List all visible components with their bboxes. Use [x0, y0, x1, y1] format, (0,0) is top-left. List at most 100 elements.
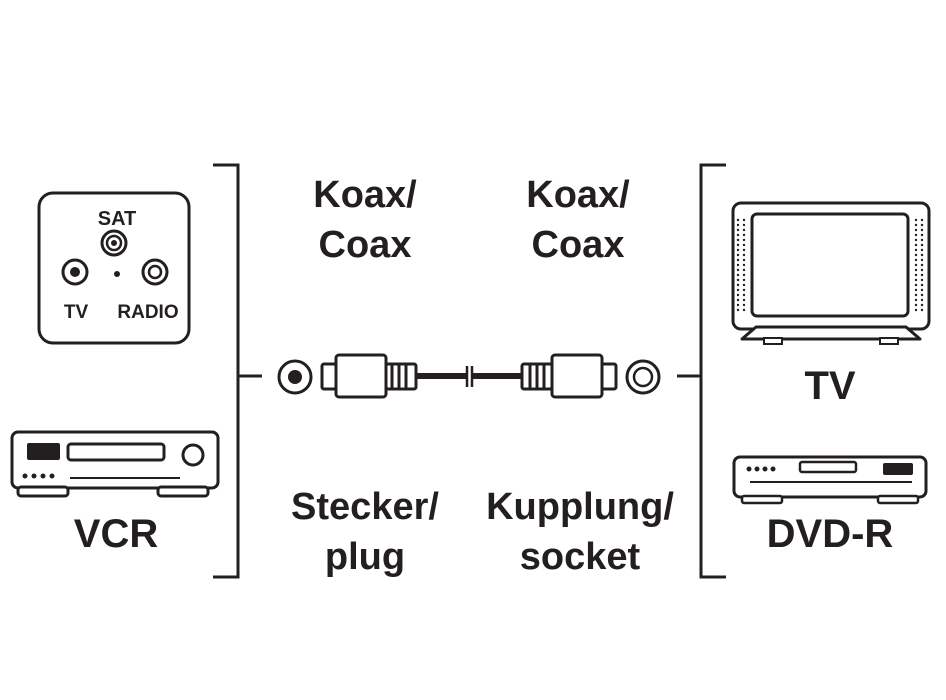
speaker-grille-dot: [742, 263, 746, 267]
speaker-grille-dot: [736, 288, 740, 292]
speaker-grille-dot: [914, 283, 918, 287]
speaker-grille-dot: [920, 278, 924, 282]
speaker-grille-dot: [742, 223, 746, 227]
right-bracket: [677, 163, 726, 579]
coax-coupling-icon: [520, 353, 618, 399]
speaker-grille-dot: [736, 283, 740, 287]
speaker-grille-dot: [736, 218, 740, 222]
speaker-grille-dot: [736, 223, 740, 227]
speaker-grille-dot: [920, 293, 924, 297]
speaker-grille-dot: [736, 248, 740, 252]
speaker-grille-dot: [742, 303, 746, 307]
speaker-grille-dot: [914, 273, 918, 277]
speaker-grille-dot: [742, 308, 746, 312]
left-cable-type-line2: Coax: [319, 224, 412, 266]
speaker-grille-dot: [914, 223, 918, 227]
speaker-grille-dot: [736, 253, 740, 257]
speaker-grille-dot: [736, 233, 740, 237]
speaker-grille-dot: [920, 233, 924, 237]
speaker-grille-dot: [742, 258, 746, 262]
right-connector-type-line1: Kupplung/: [486, 486, 674, 528]
speaker-grille-dot: [914, 228, 918, 232]
speaker-grille-dot: [920, 238, 924, 242]
speaker-grille-dot: [920, 288, 924, 292]
right-plug-ring-icon: [625, 359, 661, 395]
radio-connector-icon: [141, 258, 169, 286]
speaker-grille-dot: [742, 268, 746, 272]
vcr-icon: [10, 430, 220, 498]
speaker-grille-dot: [736, 228, 740, 232]
wall-socket-sat-label: SAT: [98, 208, 137, 230]
speaker-grille-dot: [736, 263, 740, 267]
left-bracket: [213, 163, 262, 579]
speaker-grille-dot: [920, 298, 924, 302]
speaker-grille-dot: [736, 238, 740, 242]
sat-connector-icon: [100, 229, 128, 257]
speaker-grille-dot: [742, 253, 746, 257]
tv-label: TV: [804, 364, 855, 408]
speaker-grille-dot: [914, 293, 918, 297]
speaker-grille-dot: [920, 263, 924, 267]
speaker-grille-dot: [920, 248, 924, 252]
wall-socket-tv-label: TV: [64, 302, 89, 323]
left-cable-type-line1: Koax/: [313, 174, 417, 216]
speaker-grille-dot: [920, 223, 924, 227]
left-connector-type-line2: plug: [325, 536, 405, 578]
speaker-grille-dot: [736, 308, 740, 312]
speaker-grille-dot: [742, 238, 746, 242]
coax-plug-icon: [320, 353, 418, 399]
tv-speaker-right: [914, 218, 924, 312]
speaker-grille-dot: [914, 258, 918, 262]
speaker-grille-dot: [736, 243, 740, 247]
speaker-grille-dot: [736, 278, 740, 282]
speaker-grille-dot: [914, 263, 918, 267]
speaker-grille-dot: [920, 308, 924, 312]
wall-socket-radio-label: RADIO: [117, 302, 178, 323]
speaker-grille-dot: [920, 268, 924, 272]
speaker-grille-dot: [920, 258, 924, 262]
speaker-grille-dot: [742, 283, 746, 287]
speaker-grille-dot: [920, 303, 924, 307]
speaker-grille-dot: [914, 243, 918, 247]
speaker-grille-dot: [736, 298, 740, 302]
tv-connector-icon: [61, 258, 89, 286]
speaker-grille-dot: [914, 248, 918, 252]
speaker-grille-dot: [914, 308, 918, 312]
speaker-grille-dot: [736, 273, 740, 277]
speaker-grille-dot: [920, 283, 924, 287]
speaker-grille-dot: [914, 238, 918, 242]
sat-tv-radio-wall-socket-icon: SAT TV RADIO: [37, 191, 191, 345]
speaker-grille-dot: [920, 243, 924, 247]
speaker-grille-dot: [742, 233, 746, 237]
left-socket-ring-icon: [277, 359, 313, 395]
speaker-grille-dot: [742, 248, 746, 252]
vcr-label: VCR: [74, 512, 159, 556]
speaker-grille-dot: [736, 258, 740, 262]
speaker-grille-dot: [742, 293, 746, 297]
right-cable-type-line2: Coax: [532, 224, 625, 266]
speaker-grille-dot: [914, 268, 918, 272]
speaker-grille-dot: [742, 298, 746, 302]
speaker-grille-dot: [914, 278, 918, 282]
speaker-grille-dot: [742, 228, 746, 232]
speaker-grille-dot: [920, 253, 924, 257]
speaker-grille-dot: [914, 298, 918, 302]
speaker-grille-dot: [914, 288, 918, 292]
speaker-grille-dot: [914, 253, 918, 257]
dvd-recorder-icon: [732, 455, 928, 505]
right-cable-type-line1: Koax/: [526, 174, 630, 216]
tv-speaker-left: [736, 218, 746, 312]
tv-icon: [731, 201, 931, 345]
speaker-grille-dot: [914, 218, 918, 222]
dvd-recorder-label: DVD-R: [767, 512, 894, 556]
socket-center-dot: [114, 271, 120, 277]
speaker-grille-dot: [736, 293, 740, 297]
speaker-grille-dot: [742, 218, 746, 222]
left-connector-type-line1: Stecker/: [291, 486, 439, 528]
speaker-grille-dot: [920, 228, 924, 232]
speaker-grille-dot: [736, 268, 740, 272]
speaker-grille-dot: [914, 233, 918, 237]
speaker-grille-dot: [742, 288, 746, 292]
